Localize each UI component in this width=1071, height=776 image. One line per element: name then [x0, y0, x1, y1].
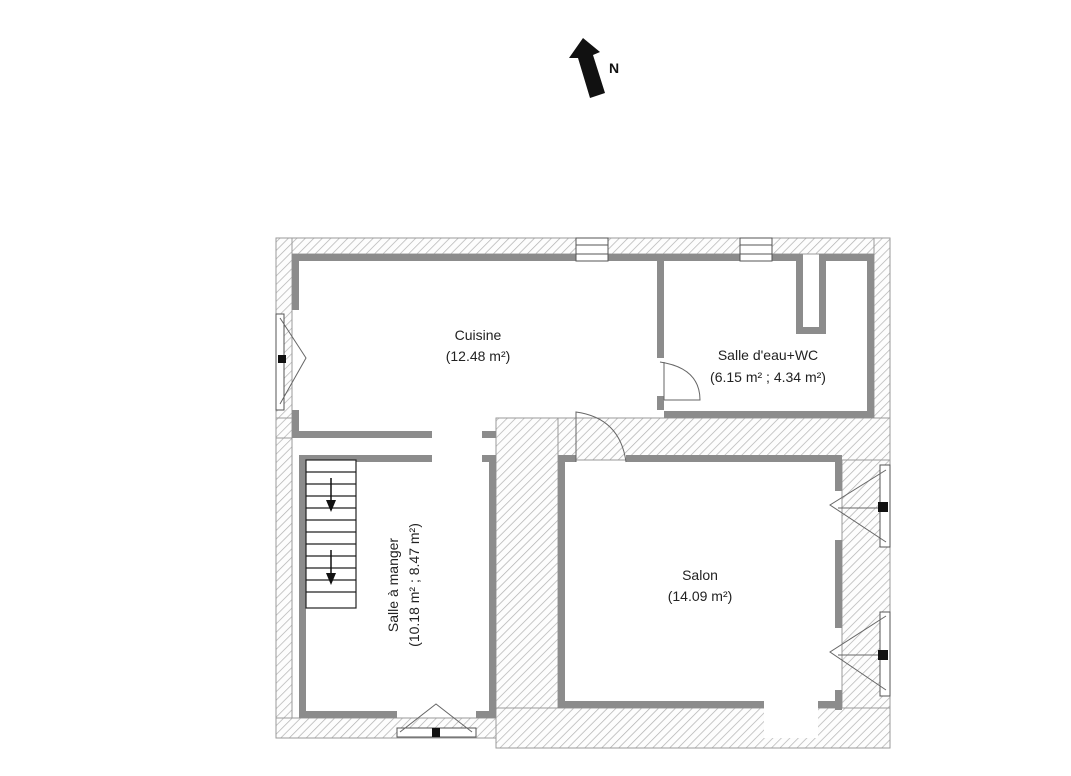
room-name-cuisine: Cuisine — [455, 327, 502, 343]
north-label: N — [609, 60, 619, 76]
room-area-salle-deau: (6.15 m² ; 4.34 m²) — [710, 369, 826, 385]
room-name-salon: Salon — [682, 567, 718, 583]
room-area-salon: (14.09 m²) — [668, 588, 733, 604]
room-name-salle-deau: Salle d'eau+WC — [718, 347, 818, 363]
room-name-salle-a-manger: Salle à manger — [385, 538, 401, 633]
inner-walls — [292, 254, 874, 738]
north-arrow-icon — [569, 38, 605, 98]
room-area-salle-a-manger: (10.18 m² ; 8.47 m²) — [406, 523, 422, 647]
doors — [575, 361, 701, 463]
room-area-cuisine: (12.48 m²) — [446, 348, 511, 364]
staircase — [305, 459, 357, 609]
windows — [275, 237, 891, 738]
